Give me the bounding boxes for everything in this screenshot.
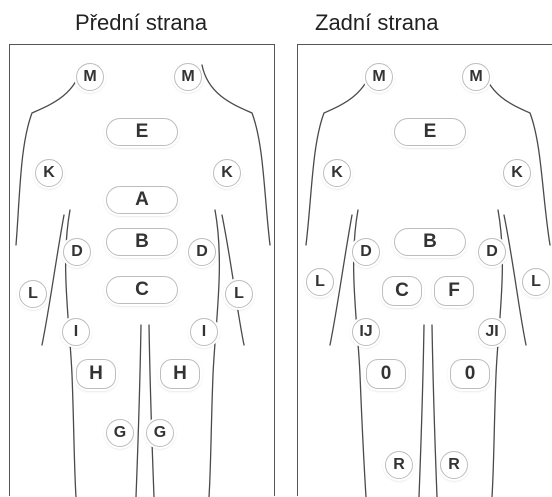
back-marker-C-lower-back-left: C — [382, 276, 422, 306]
back-marker-IJ-left-hip: IJ — [352, 318, 380, 346]
marker-I-left-hip: I — [62, 318, 90, 346]
marker-K-left-arm: K — [35, 159, 63, 187]
marker-A-upper-abdomen: A — [106, 186, 178, 214]
front-side-title: Přední strana — [75, 10, 207, 36]
marker-H-left-thigh: H — [76, 359, 116, 389]
marker-E-upper-chest: E — [106, 118, 178, 146]
marker-D-left-waist: D — [63, 238, 91, 266]
marker-M-right-shoulder: M — [174, 63, 202, 91]
marker-H-right-thigh: H — [160, 359, 200, 389]
front-body-panel: M M E K K A B D D L L C I I H H G G — [9, 44, 275, 496]
back-marker-F-lower-back-right: F — [434, 276, 474, 306]
back-body-panel: M M E K K B D D L L C F IJ JI 0 0 R R — [297, 44, 552, 496]
back-marker-D-right-waist: D — [478, 238, 506, 266]
marker-I-right-hip: I — [190, 318, 218, 346]
back-marker-0-right-buttock: 0 — [450, 359, 490, 389]
back-marker-M-right-shoulder: M — [462, 63, 490, 91]
marker-D-right-waist: D — [188, 238, 216, 266]
back-marker-R-right-calf: R — [440, 451, 468, 479]
back-marker-L-left-forearm: L — [306, 268, 334, 296]
marker-B-mid-abdomen: B — [106, 228, 178, 256]
back-marker-K-left-arm: K — [323, 159, 351, 187]
back-marker-D-left-waist: D — [352, 238, 380, 266]
front-body-outline — [10, 45, 276, 497]
back-marker-L-right-forearm: L — [522, 268, 550, 296]
back-marker-B-mid-back: B — [394, 228, 466, 256]
back-body-outline — [298, 45, 552, 497]
back-marker-JI-right-hip: JI — [478, 318, 506, 346]
marker-G-left-knee: G — [106, 419, 134, 447]
back-marker-R-left-calf: R — [385, 451, 413, 479]
back-side-title: Zadní strana — [315, 10, 439, 36]
back-marker-0-left-buttock: 0 — [366, 359, 406, 389]
marker-G-right-knee: G — [146, 419, 174, 447]
marker-C-lower-abdomen: C — [106, 276, 178, 304]
marker-L-left-forearm: L — [19, 280, 47, 308]
back-marker-M-left-shoulder: M — [365, 63, 393, 91]
back-marker-K-right-arm: K — [503, 159, 531, 187]
back-marker-E-upper-back: E — [394, 118, 466, 146]
marker-K-right-arm: K — [213, 159, 241, 187]
marker-M-left-shoulder: M — [76, 63, 104, 91]
marker-L-right-forearm: L — [225, 280, 253, 308]
